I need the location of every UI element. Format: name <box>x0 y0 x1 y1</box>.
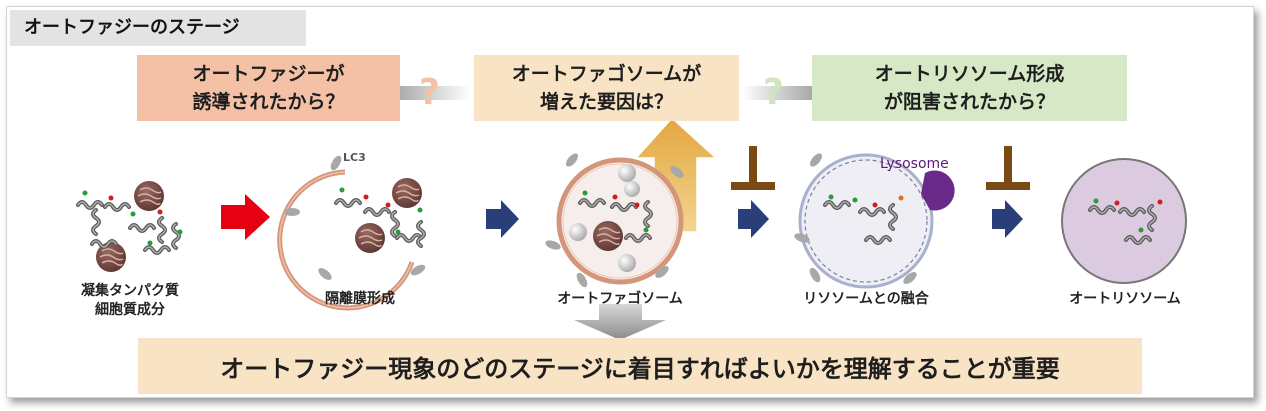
autolysosome-illustration <box>1061 158 1187 284</box>
stage-label-isolation: 隔離膜形成 <box>325 291 395 307</box>
question-induced-box: オートファジーが 誘導されたから？ <box>137 55 400 121</box>
aggregate-illustration <box>76 180 183 273</box>
inhibition-symbol-2 <box>986 146 1030 190</box>
lc3-label: LC3 <box>343 151 366 164</box>
navy-arrow-3 <box>992 200 1023 238</box>
lysosome-label: Lysosome <box>880 156 949 172</box>
question-mark-left: ? <box>419 72 440 113</box>
navy-arrow-1 <box>486 200 519 238</box>
stage-label-aggregate: 凝集タンパク質 細胞質成分 <box>81 283 179 318</box>
conclusion-banner: オートファジー現象のどのステージに着目すればよいかを理解することが重要 <box>138 338 1142 394</box>
inhibition-symbol-1 <box>731 146 775 190</box>
question-inhibited-box: オートリソソーム形成 が阻害されたから？ <box>812 55 1127 121</box>
page-title: オートファジーのステージ <box>10 10 306 46</box>
gray-down-arrow <box>574 304 666 340</box>
stage-label-fusion: リソソームとの融合 <box>803 291 929 307</box>
navy-arrow-2 <box>738 200 769 238</box>
fusion-illustration <box>793 151 955 289</box>
stage-label-autophagosome: オートファゴソーム <box>557 291 683 307</box>
isolation-membrane-illustration <box>277 154 427 311</box>
stage-label-autolysosome: オートリソソーム <box>1069 291 1181 307</box>
red-arrow <box>221 194 270 240</box>
autophagosome-illustration <box>544 151 686 289</box>
question-increase-box: オートファゴソームが 増えた要因は？ <box>474 55 739 121</box>
question-mark-right: ? <box>763 72 784 113</box>
